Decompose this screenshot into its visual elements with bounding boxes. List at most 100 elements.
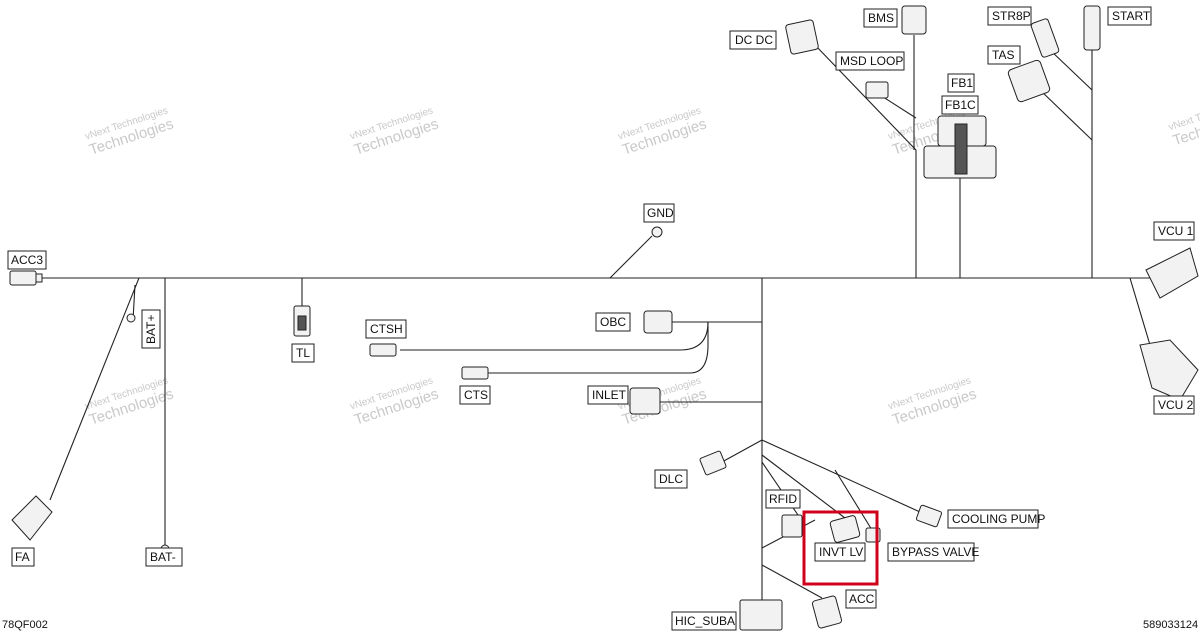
vcu2-connector[interactable] bbox=[1139, 339, 1199, 401]
svg-text:TAS: TAS bbox=[992, 48, 1014, 62]
cts-connector[interactable] bbox=[461, 366, 489, 380]
svg-text:COOLING PUMP: COOLING PUMP bbox=[952, 512, 1045, 526]
label-bat-plus: BAT+ bbox=[141, 309, 161, 349]
fb1c-connector-center bbox=[954, 123, 968, 175]
bat-plus-ring-terminal[interactable] bbox=[126, 313, 136, 323]
svg-text:GND: GND bbox=[647, 206, 674, 220]
label-fa: FA bbox=[11, 547, 35, 567]
label-dcdc: DC DC bbox=[729, 30, 777, 50]
svg-text:FB1C: FB1C bbox=[945, 98, 976, 112]
dlc-wire bbox=[721, 439, 763, 463]
cooling-pump-wire bbox=[761, 439, 921, 513]
msd-loop-wire bbox=[879, 94, 917, 119]
label-acc: ACC bbox=[845, 589, 877, 609]
label-cooling-pump: COOLING PUMP bbox=[947, 509, 1045, 529]
label-acc3: ACC3 bbox=[7, 250, 47, 270]
cts-wire bbox=[488, 322, 709, 374]
svg-text:INLET: INLET bbox=[592, 388, 627, 402]
tas-wire bbox=[1039, 89, 1093, 141]
label-bypass-valve: BYPASS VALVE bbox=[887, 542, 979, 562]
dcdc-wire bbox=[814, 44, 917, 151]
svg-text:ACC: ACC bbox=[849, 592, 875, 606]
svg-text:HIC_SUBA: HIC_SUBA bbox=[675, 614, 735, 628]
label-str8p: STR8P bbox=[987, 6, 1032, 26]
svg-text:BYPASS VALVE: BYPASS VALVE bbox=[892, 545, 979, 559]
svg-text:VCU 1: VCU 1 bbox=[1158, 224, 1194, 238]
start-connector[interactable] bbox=[1083, 5, 1101, 51]
invt-lv-highlight-box bbox=[802, 510, 879, 586]
svg-text:STR8P: STR8P bbox=[992, 9, 1031, 23]
drawing-code-left: 78QF002 bbox=[2, 619, 48, 631]
label-msd-loop: MSD LOOP bbox=[835, 51, 905, 71]
gnd-ring-terminal[interactable] bbox=[651, 226, 663, 238]
tas-connector[interactable] bbox=[1007, 59, 1051, 103]
label-vcu1: VCU 1 bbox=[1153, 221, 1195, 241]
dlc-connector[interactable] bbox=[699, 450, 727, 476]
svg-text:DC DC: DC DC bbox=[735, 33, 773, 47]
svg-text:BAT-: BAT- bbox=[150, 550, 176, 564]
svg-text:CTS: CTS bbox=[464, 388, 488, 402]
bypass-valve-wire bbox=[834, 469, 873, 531]
drawing-code-right: 589033124 bbox=[1143, 619, 1198, 631]
msd-loop-connector[interactable] bbox=[865, 81, 889, 99]
label-dlc: DLC bbox=[654, 469, 688, 489]
label-fb1c: FB1C bbox=[941, 95, 979, 115]
label-invt-lv: INVT LV bbox=[814, 542, 866, 562]
fa-connector[interactable] bbox=[11, 495, 53, 541]
acc-wire bbox=[761, 564, 823, 599]
label-tas: TAS bbox=[987, 45, 1021, 65]
label-ctsh: CTSH bbox=[365, 319, 407, 339]
svg-text:TL: TL bbox=[296, 346, 310, 360]
label-start: START bbox=[1107, 6, 1152, 26]
label-vcu2: VCU 2 bbox=[1153, 395, 1195, 415]
cooling-pump-connector[interactable] bbox=[915, 504, 943, 528]
acc3-connector[interactable] bbox=[9, 270, 37, 286]
svg-text:ACC3: ACC3 bbox=[11, 253, 43, 267]
bat-plus-wire bbox=[49, 277, 140, 501]
vcu2-wire bbox=[1129, 277, 1151, 346]
label-rfid: RFID bbox=[765, 489, 801, 509]
label-inlet: INLET bbox=[587, 385, 629, 405]
bms-connector[interactable] bbox=[901, 5, 927, 35]
gnd-wire bbox=[609, 235, 653, 279]
labels: DC DC BMS STR8P START MSD LOOP TAS FB1 F… bbox=[7, 6, 1195, 631]
svg-text:OBC: OBC bbox=[600, 315, 626, 329]
svg-text:VCU 2: VCU 2 bbox=[1158, 398, 1194, 412]
acc3-connector-tail bbox=[35, 273, 43, 283]
invt-lv-wire bbox=[761, 454, 846, 519]
label-tl: TL bbox=[291, 343, 315, 363]
label-bms: BMS bbox=[863, 8, 898, 28]
svg-text:FB1: FB1 bbox=[951, 76, 973, 90]
svg-text:CTSH: CTSH bbox=[370, 322, 403, 336]
obc-connector[interactable] bbox=[643, 310, 673, 334]
label-bat-minus: BAT- bbox=[145, 547, 183, 567]
label-cts: CTS bbox=[459, 385, 491, 405]
connectors bbox=[9, 5, 1199, 631]
svg-text:DLC: DLC bbox=[659, 472, 683, 486]
svg-text:FA: FA bbox=[15, 550, 30, 564]
watermark-group: vNext Technologies Technologies vNext Te… bbox=[84, 96, 1200, 429]
svg-text:BAT+: BAT+ bbox=[144, 315, 158, 344]
ctsh-connector[interactable] bbox=[369, 343, 397, 357]
harness-wires bbox=[40, 35, 1171, 612]
label-obc: OBC bbox=[595, 312, 631, 332]
acc-connector[interactable] bbox=[811, 595, 843, 629]
dcdc-connector[interactable] bbox=[785, 19, 819, 55]
hic-suba-connector[interactable] bbox=[739, 599, 783, 631]
svg-text:START: START bbox=[1112, 9, 1151, 23]
svg-text:BMS: BMS bbox=[868, 11, 894, 25]
label-gnd: GND bbox=[643, 203, 675, 223]
tl-connector-pin bbox=[297, 315, 307, 331]
svg-text:MSD LOOP: MSD LOOP bbox=[840, 54, 903, 68]
svg-text:INVT LV: INVT LV bbox=[819, 545, 863, 559]
vcu1-connector[interactable] bbox=[1145, 247, 1199, 299]
str8p-connector[interactable] bbox=[1030, 18, 1060, 58]
label-fb1: FB1 bbox=[947, 73, 975, 93]
label-hic-suba: HIC_SUBA bbox=[671, 611, 737, 631]
str8p-wire bbox=[1049, 49, 1093, 91]
invt-lv-connector[interactable] bbox=[829, 515, 861, 543]
inlet-connector[interactable] bbox=[629, 387, 661, 415]
svg-text:RFID: RFID bbox=[769, 492, 797, 506]
rfid-connector[interactable] bbox=[781, 514, 803, 538]
